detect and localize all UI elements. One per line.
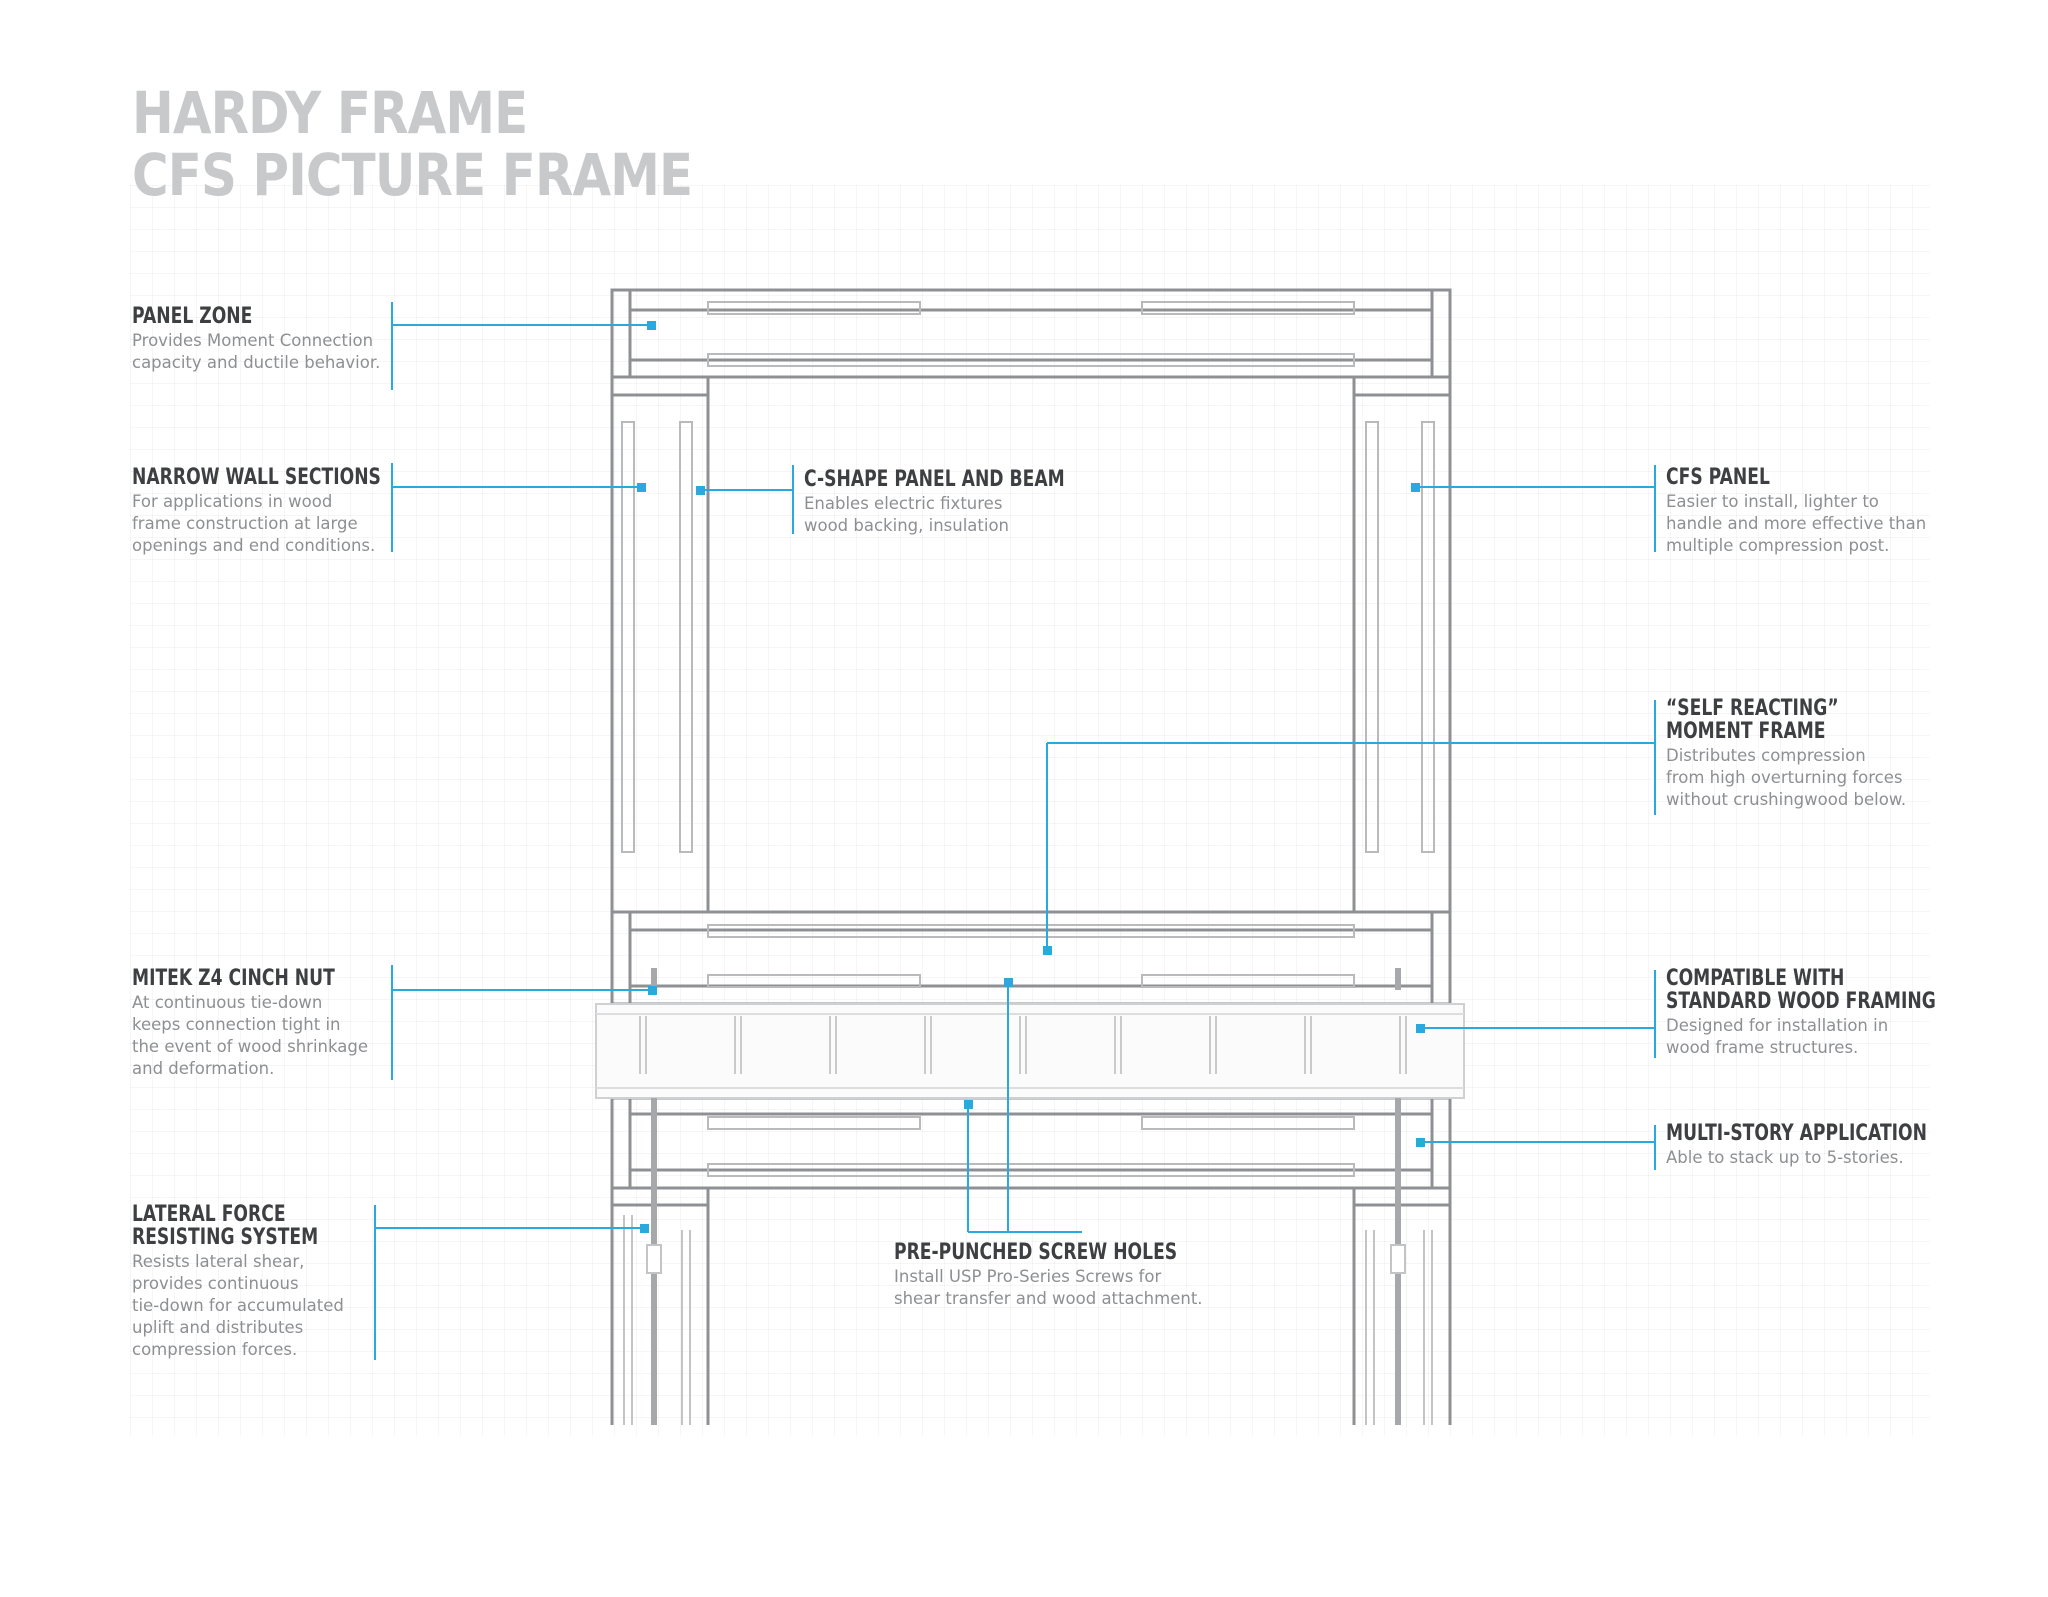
- self-reacting-description: Distributes compression from high overtu…: [1666, 746, 1907, 809]
- right-post-slot-outer: [1365, 421, 1379, 853]
- background-grid: [130, 185, 1930, 1435]
- leader-panel-zone: [391, 302, 651, 390]
- leader-mitek: [391, 965, 652, 1080]
- mitek-description: At continuous tie-down keeps connection …: [132, 993, 368, 1078]
- lower-slot-right: [1141, 1116, 1355, 1130]
- lateral-description: Resists lateral shear, provides continuo…: [132, 1252, 344, 1359]
- diagram-title: HARDY FRAME CFS PICTURE FRAME: [132, 79, 693, 209]
- narrow-wall-heading: NARROW WALL SECTIONS: [132, 465, 381, 490]
- middle-slot-left: [707, 974, 921, 988]
- callout-narrow-wall: NARROW WALL SECTIONS For applications in…: [132, 466, 652, 557]
- callout-mitek: MITEK Z4 CINCH NUT At continuous tie-dow…: [132, 967, 652, 1080]
- callout-panel-zone: PANEL ZONE Provides Moment Connection ca…: [132, 305, 652, 374]
- marker-narrow-wall-outer: [637, 483, 646, 492]
- lower-slot-left: [707, 1116, 921, 1130]
- wood-floor-band: [595, 1003, 1465, 1099]
- marker-cfs-panel: [1411, 483, 1420, 492]
- compatible-description: Designed for installation in wood frame …: [1666, 1016, 1889, 1057]
- callout-lateral: LATERAL FORCE RESISTING SYSTEM Resists l…: [132, 1203, 652, 1361]
- top-slot-left: [707, 301, 921, 315]
- right-coupler: [1390, 1244, 1406, 1274]
- left-post-slot-inner: [679, 421, 693, 853]
- title-line-2: CFS PICTURE FRAME: [132, 141, 693, 209]
- lateral-heading: LATERAL FORCE RESISTING SYSTEM: [132, 1202, 319, 1250]
- mitek-heading: MITEK Z4 CINCH NUT: [132, 966, 335, 991]
- marker-screw-hole-middle: [1004, 978, 1013, 987]
- leader-markers: [637, 321, 1425, 1233]
- callout-compatible: COMPATIBLE WITH STANDARD WOOD FRAMING De…: [1666, 967, 2026, 1059]
- leader-self-reacting: [1046, 700, 1656, 950]
- right-post-slot-inner: [1421, 421, 1435, 853]
- right-lower-post: [1352, 1188, 1452, 1425]
- lower-beam: [610, 1096, 1452, 1190]
- pre-punched-description: Install USP Pro-Series Screws for shear …: [894, 1267, 1203, 1308]
- callout-c-shape: C-SHAPE PANEL AND BEAM Enables electric …: [804, 468, 1324, 537]
- top-slot-right: [1141, 301, 1355, 315]
- callout-self-reacting: “SELF REACTING” MOMENT FRAME Distributes…: [1666, 697, 2006, 811]
- middle-slot-right: [1141, 974, 1355, 988]
- marker-self-reacting: [1043, 946, 1052, 955]
- top-beam: [610, 288, 1452, 379]
- multi-story-heading: MULTI-STORY APPLICATION: [1666, 1121, 1927, 1146]
- marker-multi-story: [1416, 1138, 1425, 1147]
- callout-pre-punched: PRE-PUNCHED SCREW HOLES Install USP Pro-…: [894, 1241, 1414, 1310]
- leader-cfs-panel: [1415, 465, 1656, 552]
- marker-compatible: [1416, 1024, 1425, 1033]
- cfs-panel-description: Easier to install, lighter to handle and…: [1666, 492, 1927, 555]
- marker-screw-hole-lower: [964, 1100, 973, 1109]
- cfs-panel-heading: CFS PANEL: [1666, 465, 1770, 490]
- panel-zone-heading: PANEL ZONE: [132, 304, 253, 329]
- c-shape-heading: C-SHAPE PANEL AND BEAM: [804, 467, 1065, 492]
- left-post-slot-outer: [621, 421, 635, 853]
- panel-zone-description: Provides Moment Connection capacity and …: [132, 331, 381, 372]
- callout-cfs-panel: CFS PANEL Easier to install, lighter to …: [1666, 466, 2006, 557]
- c-shape-description: Enables electric fixtures wood backing, …: [804, 494, 1010, 535]
- leader-multi-story: [1420, 1125, 1656, 1170]
- title-line-1: HARDY FRAME: [132, 79, 528, 147]
- left-upper-post: [610, 375, 710, 914]
- right-upper-post: [1352, 375, 1452, 914]
- leader-pre-punched: [967, 982, 1082, 1233]
- leader-lateral: [374, 1205, 645, 1360]
- lower-slot-long: [707, 1163, 1355, 1177]
- self-reacting-heading: “SELF REACTING” MOMENT FRAME: [1666, 696, 1839, 744]
- pre-punched-heading: PRE-PUNCHED SCREW HOLES: [894, 1240, 1178, 1265]
- compatible-heading: COMPATIBLE WITH STANDARD WOOD FRAMING: [1666, 966, 1936, 1014]
- marker-c-shape: [696, 486, 705, 495]
- top-slot-long: [707, 353, 1355, 367]
- narrow-wall-description: For applications in wood frame construct…: [132, 492, 376, 555]
- leader-c-shape: [700, 465, 794, 534]
- marker-panel-zone: [647, 321, 656, 330]
- callout-multi-story: MULTI-STORY APPLICATION Able to stack up…: [1666, 1122, 2026, 1169]
- middle-slot-long: [707, 924, 1355, 938]
- leader-compatible: [1420, 970, 1656, 1058]
- multi-story-description: Able to stack up to 5-stories.: [1666, 1148, 1904, 1167]
- marker-lateral: [640, 1224, 649, 1233]
- marker-mitek: [648, 986, 657, 995]
- leader-narrow-wall: [391, 463, 640, 552]
- left-coupler: [646, 1244, 662, 1274]
